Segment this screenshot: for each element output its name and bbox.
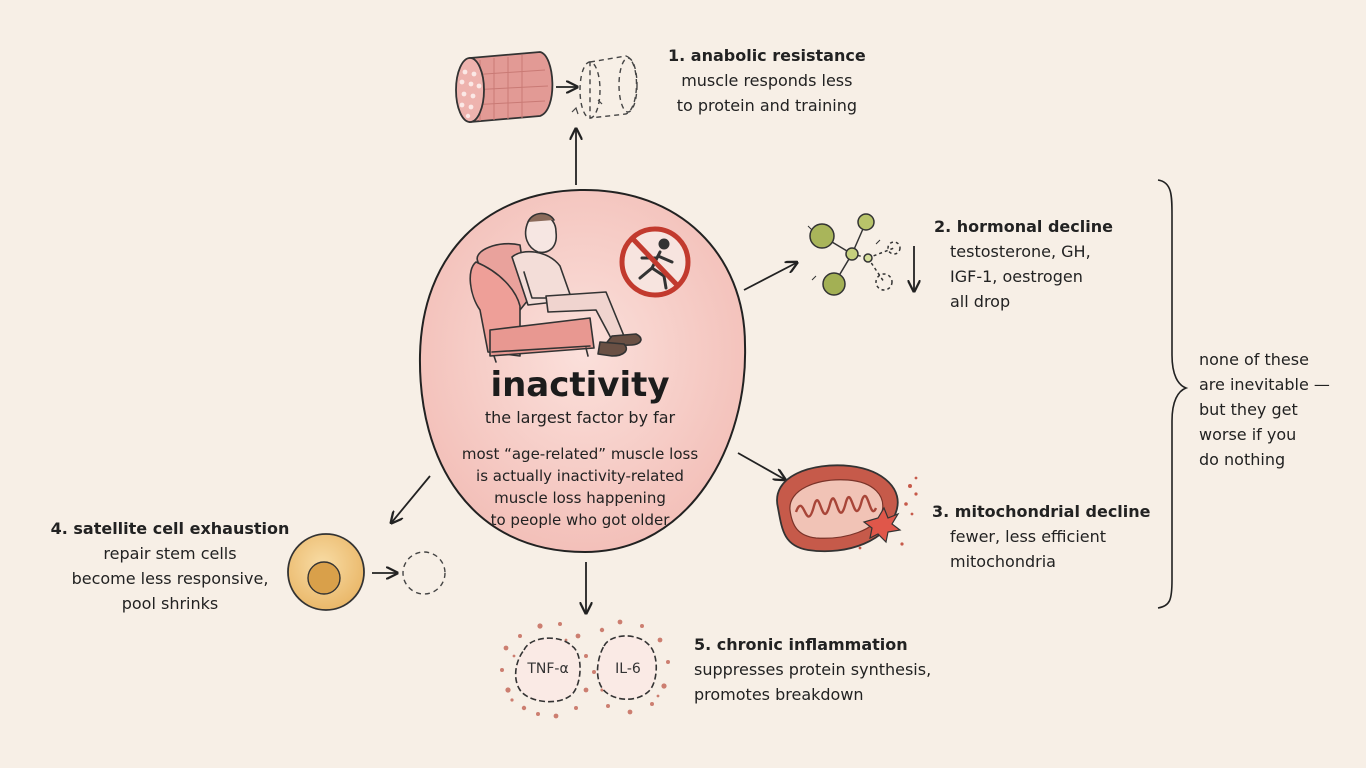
arrow-to-hormonal [743,263,796,291]
bracket-note-line: do nothing [1199,450,1286,469]
factor-line: become less responsive, [71,569,269,588]
cytokine-icon: TNF-α IL-6 [500,619,670,719]
bracket-note-line: are inevitable — [1199,375,1330,394]
factor-chronic-inflammation: 5. chronic inflammation suppresses prote… [694,632,931,707]
muscle-fiber-icon [455,51,638,123]
factor-anabolic-resistance: 1. anabolic resistance muscle responds l… [668,43,866,118]
factor-title: 4. satellite cell exhaustion [50,519,290,538]
factor-line: to protein and training [676,96,857,115]
factor-hormonal-decline: 2. hormonal decline testosterone, GH, IG… [934,214,1113,314]
arrow-to-satellite [392,475,431,522]
factor-line: repair stem cells [103,544,237,563]
factor-line: testosterone, GH, [950,242,1091,261]
cytokine-label-il6: IL-6 [615,661,641,677]
factor-line: muscle responds less [681,71,853,90]
factor-title: 1. anabolic resistance [668,46,866,65]
no-running-sign-icon [619,226,691,298]
center-note: most “age-related” muscle loss is actual… [440,443,720,531]
particle-cloud [500,619,670,719]
bracket-note-line: worse if you [1199,425,1297,444]
bracket-note-line: none of these [1199,350,1309,369]
mitochondrion-icon [776,464,918,553]
factor-line: mitochondria [950,552,1056,571]
factor-title: 2. hormonal decline [934,217,1113,236]
factor-line: suppresses protein synthesis, [694,660,932,679]
stem-cell-icon [287,533,446,611]
person-armchair-icon [469,212,642,363]
factor-satellite-cell-exhaustion: 4. satellite cell exhaustion repair stem… [50,516,290,616]
factor-mitochondrial-decline: 3. mitochondrial decline fewer, less eff… [932,499,1151,574]
bracket-note: none of these are inevitable — but they … [1199,347,1330,472]
factor-line: IGF-1, oestrogen [950,267,1083,286]
factor-title: 5. chronic inflammation [694,635,908,654]
molecule-icon [807,213,901,296]
factor-line: pool shrinks [121,594,219,613]
center-note-line: is actually inactivity-related [476,467,684,485]
cytokine-label-tnf: TNF-α [526,661,568,677]
factor-line: promotes breakdown [694,685,864,704]
center-title: inactivity [490,365,670,405]
center-note-line: most “age-related” muscle loss [461,445,699,463]
center-subtitle: the largest factor by far [484,408,676,427]
center-note-line: muscle loss happening [494,489,666,507]
center-note-line: to people who got older [490,511,670,529]
bracket-note-line: but they get [1199,400,1298,419]
arrow-to-mitochondria [737,452,784,479]
curly-bracket [1157,179,1189,609]
factor-title: 3. mitochondrial decline [932,502,1151,521]
factor-line: all drop [950,292,1011,311]
factor-line: fewer, less efficient [950,527,1107,546]
